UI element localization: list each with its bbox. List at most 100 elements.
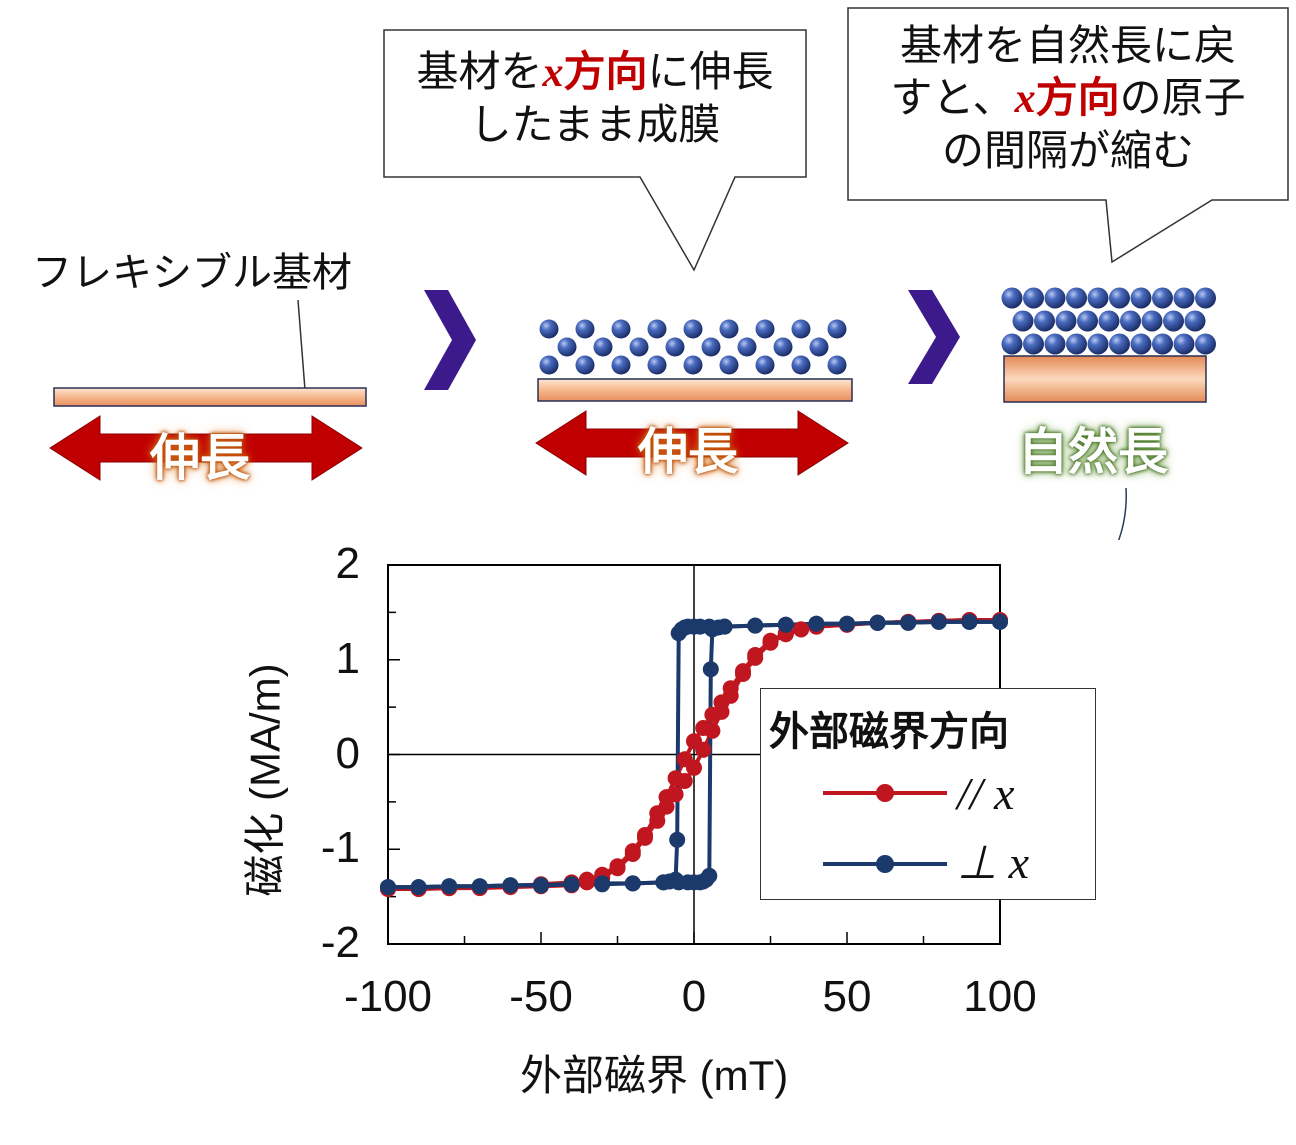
- pointer-arrow: [1117, 487, 1127, 540]
- y-tick-label: 0: [335, 728, 360, 778]
- series-perp-point: [747, 617, 764, 634]
- series-parallel-point: [713, 694, 730, 711]
- atom: [1087, 287, 1109, 309]
- callout-middle-l1-post: に伸長: [647, 47, 774, 96]
- atom: [1130, 287, 1152, 309]
- atom: [665, 337, 685, 357]
- x-tick-label: -50: [509, 972, 573, 1021]
- stage3-label: 自然長: [1018, 423, 1168, 481]
- series-perp-point: [533, 877, 549, 894]
- chevron-right-icon: [908, 290, 960, 384]
- atom: [539, 319, 559, 339]
- atom: [1087, 333, 1109, 355]
- atom: [737, 337, 757, 357]
- legend-swatch-perp-marker: [876, 855, 894, 873]
- series-parallel-point: [762, 632, 779, 649]
- atom: [1130, 333, 1152, 355]
- series-parallel-point: [695, 720, 712, 736]
- legend: 外部磁界方向 // x ⊥ x: [760, 688, 1096, 900]
- series-perp-point: [777, 616, 794, 633]
- atom-layer: [539, 287, 1216, 375]
- atom: [1173, 287, 1195, 309]
- series-perp-point: [900, 614, 917, 631]
- series-parallel-point: [686, 733, 702, 750]
- series-perp-point: [380, 879, 396, 896]
- series-perp-point: [808, 615, 825, 632]
- stretch-arrow-stage1: [49, 415, 363, 481]
- series-perp-point: [563, 876, 580, 893]
- x-tick-label: -100: [343, 972, 433, 1021]
- callout-right-l1: 基材を自然長に戻: [899, 21, 1236, 70]
- atom: [683, 355, 703, 375]
- series-parallel-point: [704, 706, 721, 723]
- atom: [611, 355, 631, 375]
- series-parallel-point: [747, 647, 764, 663]
- atom: [1173, 333, 1195, 355]
- atom: [755, 355, 775, 375]
- legend-label-perp: ⊥ x: [957, 837, 1029, 888]
- atom: [1077, 310, 1098, 332]
- atom: [1012, 310, 1034, 332]
- series-perp-point: [930, 613, 947, 630]
- magnetization-chart: [380, 564, 1008, 945]
- atom: [1109, 333, 1130, 355]
- atom: [809, 337, 829, 357]
- atom: [827, 319, 847, 339]
- series-perp-point: [669, 831, 686, 848]
- callout-right-text: 基材を自然長に戻 すと、x方向の原子 の間隔が縮む: [848, 20, 1288, 177]
- atom: [755, 319, 775, 339]
- atom: [1163, 310, 1184, 332]
- y-tick-label: -1: [320, 823, 360, 873]
- atom: [1034, 310, 1055, 332]
- substrate-stage3: [1003, 355, 1207, 403]
- atom: [557, 337, 577, 357]
- atom: [593, 337, 613, 357]
- y-axis-label: 磁化 (MA/m): [241, 663, 289, 897]
- atom: [575, 319, 595, 339]
- atom: [1066, 333, 1087, 355]
- series-perp-point: [655, 874, 672, 891]
- atom: [611, 319, 631, 339]
- series-parallel-point: [637, 827, 653, 843]
- callout-right-direction: 方向: [1035, 73, 1120, 122]
- series-perp-point: [594, 876, 611, 893]
- substrate-stage1: [53, 387, 367, 407]
- atom: [1044, 287, 1066, 309]
- series-parallel-point: [609, 858, 626, 875]
- atom: [719, 319, 739, 339]
- series-parallel-point: [722, 680, 739, 697]
- atom: [1141, 310, 1163, 332]
- stretch-arrow-stage2: [535, 410, 849, 476]
- series-parallel-point: [676, 751, 693, 768]
- y-tick-label: 1: [335, 633, 360, 683]
- substrate-label: フレキシブル基材: [32, 250, 352, 296]
- chevron-right-icon: [424, 290, 476, 390]
- callout-right-bubble: [847, 7, 1289, 264]
- atom: [1098, 310, 1120, 332]
- stage1-label: 伸長: [150, 429, 250, 487]
- atom: [827, 355, 847, 375]
- callout-middle-bubble: [383, 29, 807, 272]
- x-tick-label: 50: [822, 972, 872, 1021]
- series-perp-point: [670, 625, 687, 642]
- series-perp-point: [441, 878, 458, 895]
- callout-middle-direction: 方向: [563, 47, 648, 96]
- x-tick-label: 100: [963, 972, 1037, 1021]
- series-parallel-point: [578, 871, 595, 888]
- series-perp-point: [839, 615, 855, 632]
- legend-swatches: [823, 784, 947, 873]
- series-perp-point: [992, 613, 1008, 630]
- series-perp-point: [716, 618, 733, 635]
- atom: [1044, 333, 1066, 355]
- atom: [791, 355, 811, 375]
- atom: [1120, 310, 1141, 332]
- atom: [1001, 333, 1023, 355]
- atom: [647, 319, 667, 339]
- callout-right-x: x: [1014, 76, 1036, 122]
- callout-right-l2-post: の原子: [1119, 73, 1246, 122]
- atom: [1184, 310, 1206, 332]
- atom: [575, 355, 595, 375]
- callout-middle-text: 基材をx方向に伸長 したまま成膜: [384, 46, 806, 151]
- y-tick-label: -2: [320, 918, 360, 967]
- atom: [1066, 287, 1087, 309]
